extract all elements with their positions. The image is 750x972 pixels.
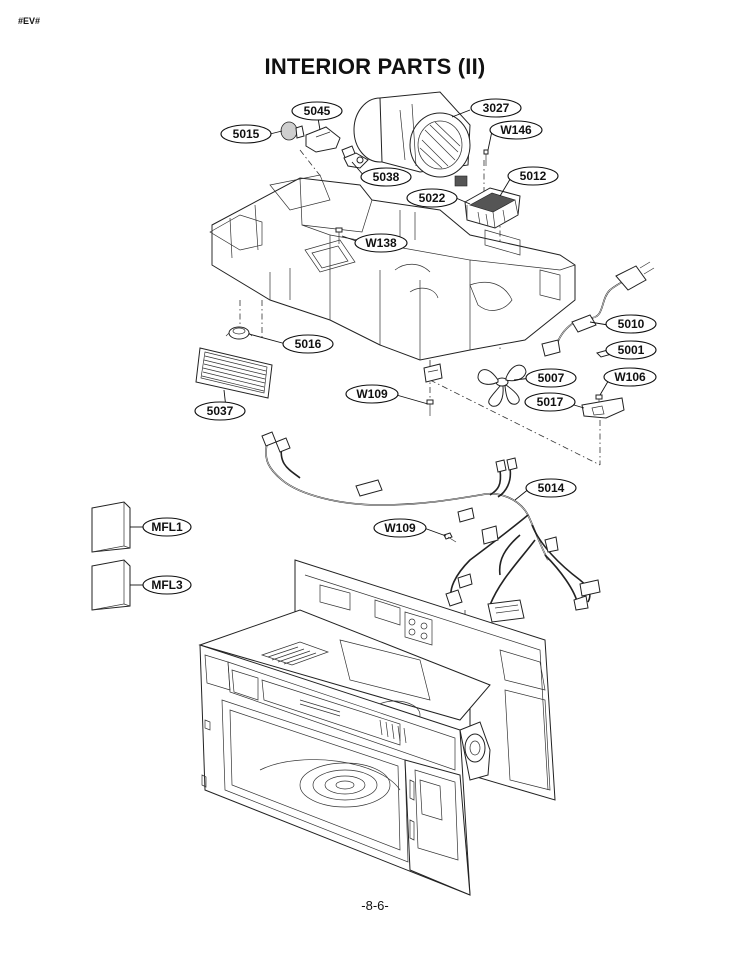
svg-text:W146: W146 xyxy=(500,123,532,137)
connector-part xyxy=(423,363,443,383)
manual-box-mfl3 xyxy=(91,559,131,611)
bracket-part xyxy=(581,397,625,419)
svg-text:5007: 5007 xyxy=(538,371,565,385)
callout-w146: W146 xyxy=(489,120,543,140)
svg-text:W109: W109 xyxy=(384,521,416,535)
page-title: INTERIOR PARTS (II) xyxy=(264,54,486,79)
svg-text:5001: 5001 xyxy=(618,343,645,357)
callout-5037: 5037 xyxy=(194,401,246,421)
callout-5010: 5010 xyxy=(605,314,657,334)
callout-5001: 5001 xyxy=(605,340,657,360)
callout-5045: 5045 xyxy=(291,101,343,121)
callout-w138: W138 xyxy=(354,233,408,253)
svg-text:W106: W106 xyxy=(614,370,646,384)
callout-w106: W106 xyxy=(603,367,657,387)
svg-text:5045: 5045 xyxy=(304,104,331,118)
svg-text:MFL3: MFL3 xyxy=(151,578,183,592)
svg-text:3027: 3027 xyxy=(483,101,510,115)
grease-filter-part xyxy=(195,347,273,399)
svg-text:W138: W138 xyxy=(365,236,397,250)
svg-text:MFL1: MFL1 xyxy=(151,520,183,534)
callout-5012: 5012 xyxy=(507,166,559,186)
svg-text:5038: 5038 xyxy=(373,170,400,184)
svg-text:5012: 5012 xyxy=(520,169,547,183)
oven-cavity-assembly xyxy=(198,559,556,896)
wire-harness-part xyxy=(261,431,601,623)
svg-text:5015: 5015 xyxy=(233,127,260,141)
svg-text:5037: 5037 xyxy=(207,404,234,418)
page-number: -8-6- xyxy=(361,898,389,913)
callout-5015: 5015 xyxy=(220,124,272,144)
callout-mfl1: MFL1 xyxy=(142,517,192,537)
motor-part xyxy=(464,187,521,229)
stirrer-fan-part xyxy=(477,364,527,407)
upper-chassis-part xyxy=(209,174,576,361)
callout-3027: 3027 xyxy=(470,98,522,118)
power-cord-part xyxy=(541,261,655,357)
callout-5007: 5007 xyxy=(525,368,577,388)
callout-w109-upper: W109 xyxy=(345,384,399,404)
manual-box-mfl1 xyxy=(91,501,131,553)
callout-5038: 5038 xyxy=(360,167,412,187)
svg-text:5022: 5022 xyxy=(419,191,446,205)
corner-tag: #EV# xyxy=(18,16,41,26)
blower-fan-assembly xyxy=(353,91,471,187)
svg-text:W109: W109 xyxy=(356,387,388,401)
svg-text:5016: 5016 xyxy=(295,337,322,351)
callout-5017: 5017 xyxy=(524,392,576,412)
callout-w109-lower: W109 xyxy=(373,518,427,538)
svg-text:5017: 5017 xyxy=(537,395,564,409)
callout-5014: 5014 xyxy=(525,478,577,498)
svg-text:5010: 5010 xyxy=(618,317,645,331)
thermostat-part xyxy=(225,326,253,340)
lamp-socket-parts xyxy=(280,121,369,169)
callout-mfl3: MFL3 xyxy=(142,575,192,595)
callout-5022: 5022 xyxy=(406,188,458,208)
svg-text:5014: 5014 xyxy=(538,481,565,495)
callout-5016: 5016 xyxy=(282,334,334,354)
